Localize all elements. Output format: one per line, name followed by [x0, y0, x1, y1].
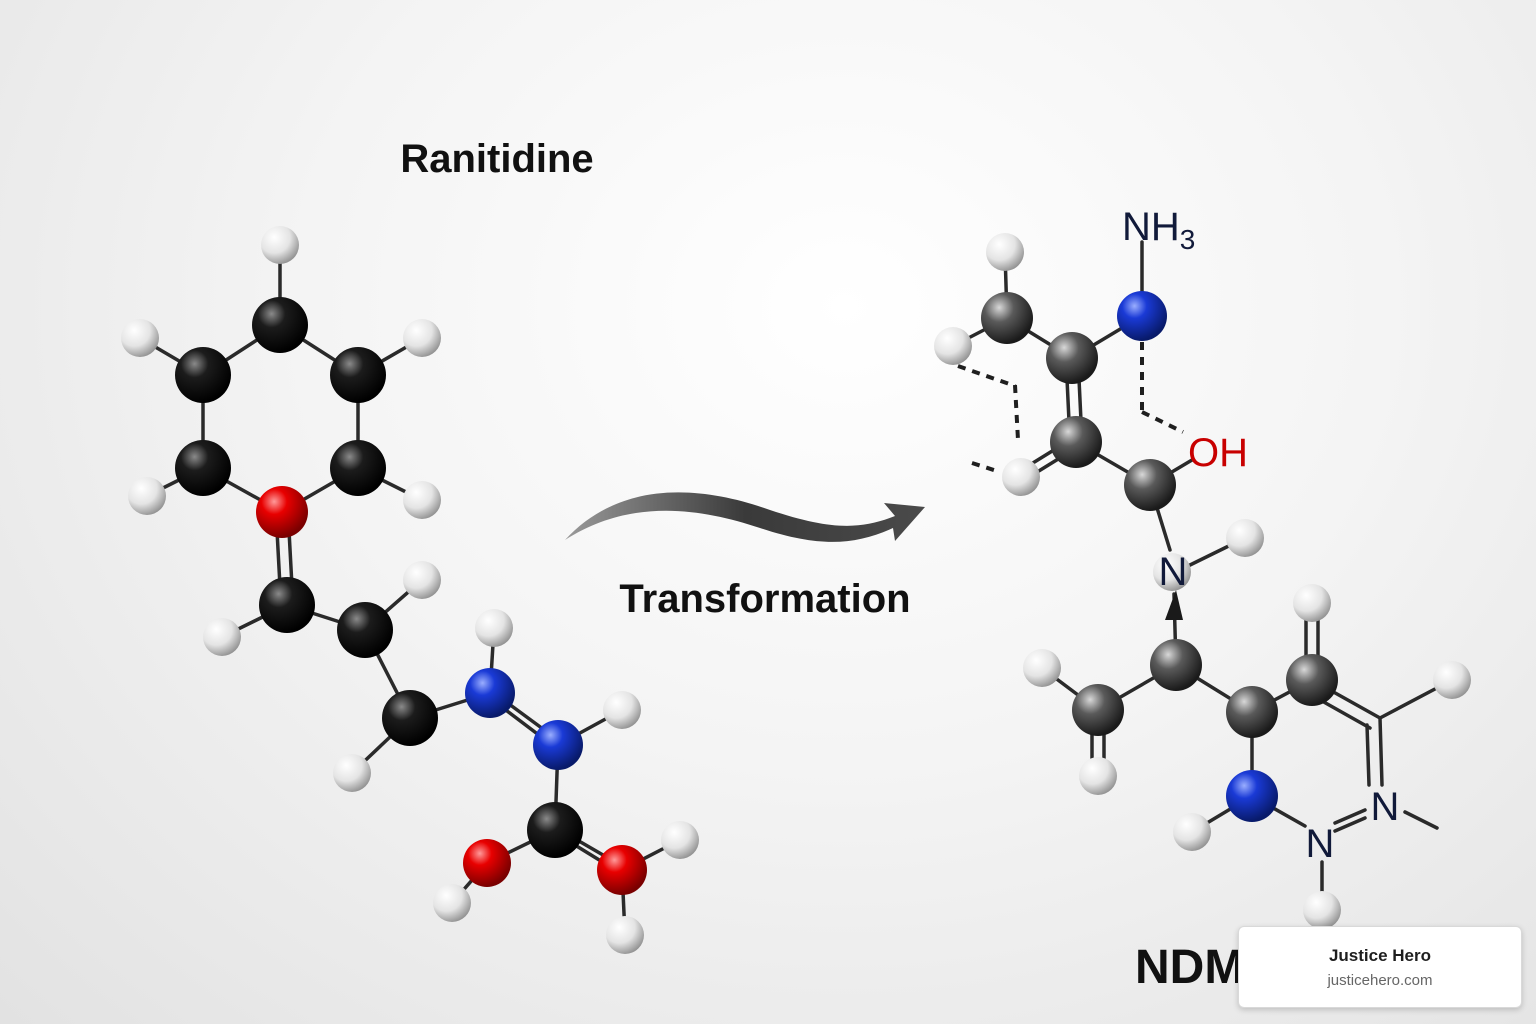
- hydrogen-atom: [1303, 891, 1341, 929]
- ranitidine-molecule: [121, 226, 699, 954]
- nitrogen-atom: [465, 668, 515, 718]
- ring-nitrogen-label-1: N: [1306, 822, 1335, 866]
- hydrogen-atom: [606, 916, 644, 954]
- oh-label: OH: [1188, 431, 1248, 475]
- ndma-molecule: [934, 233, 1471, 929]
- hydrogen-atom: [1079, 757, 1117, 795]
- carbon-atom: [1286, 654, 1338, 706]
- hydrogen-atom: [934, 327, 972, 365]
- hydrogen-atom: [1002, 458, 1040, 496]
- watermark-badge: Justice Hero justicehero.com: [1238, 926, 1522, 1008]
- amine-nitrogen-label: N: [1159, 550, 1188, 594]
- curved-arrow-icon: [565, 492, 925, 542]
- hydrogen-atom: [333, 754, 371, 792]
- carbon-atom: [330, 440, 386, 496]
- watermark-name: Justice Hero: [1328, 945, 1432, 965]
- nh3-label: NH3: [1122, 205, 1195, 255]
- oxygen-atom: [256, 486, 308, 538]
- watermark-url: justicehero.com: [1327, 971, 1433, 989]
- transformation-arrow: [565, 492, 925, 542]
- carbon-atom: [1050, 416, 1102, 468]
- carbon-atom: [1046, 332, 1098, 384]
- nitrogen-atom: [1226, 770, 1278, 822]
- hydrogen-atom: [1226, 519, 1264, 557]
- hydrogen-atom: [661, 821, 699, 859]
- hydrogen-atom: [203, 618, 241, 656]
- carbon-atom: [527, 802, 583, 858]
- arrow-label: Transformation: [619, 577, 910, 621]
- carbon-atom: [1072, 684, 1124, 736]
- wedge-bond: [1165, 590, 1183, 620]
- nitrogen-atom: [1117, 291, 1167, 341]
- carbon-atom: [1226, 686, 1278, 738]
- carbon-atom: [382, 690, 438, 746]
- hydrogen-atom: [261, 226, 299, 264]
- oxygen-atom: [597, 845, 647, 895]
- hydrogen-atom: [1173, 813, 1211, 851]
- hydrogen-atom: [1023, 649, 1061, 687]
- ring-nitrogen-label-2: N: [1371, 785, 1400, 829]
- nitrogen-atom: [533, 720, 583, 770]
- hydrogen-atom: [433, 884, 471, 922]
- carbon-atom: [252, 297, 308, 353]
- carbon-atom: [175, 440, 231, 496]
- carbon-atom: [330, 347, 386, 403]
- hydrogen-atom: [403, 319, 441, 357]
- carbon-atom: [337, 602, 393, 658]
- hydrogen-atom: [403, 561, 441, 599]
- carbon-atom: [981, 292, 1033, 344]
- hydrogen-atom: [475, 609, 513, 647]
- hydrogen-atom: [403, 481, 441, 519]
- carbon-atom: [1150, 639, 1202, 691]
- carbon-atom: [259, 577, 315, 633]
- hydrogen-atom: [1153, 553, 1191, 591]
- oxygen-atom: [463, 839, 511, 887]
- ranitidine-title: Ranitidine: [400, 137, 593, 181]
- hydrogen-atom: [603, 691, 641, 729]
- hydrogen-atom: [128, 477, 166, 515]
- hydrogen-atom: [986, 233, 1024, 271]
- hydrogen-atom: [1433, 661, 1471, 699]
- hydrogen-atom: [1293, 584, 1331, 622]
- carbon-atom: [175, 347, 231, 403]
- hydrogen-atom: [121, 319, 159, 357]
- carbon-atom: [1124, 459, 1176, 511]
